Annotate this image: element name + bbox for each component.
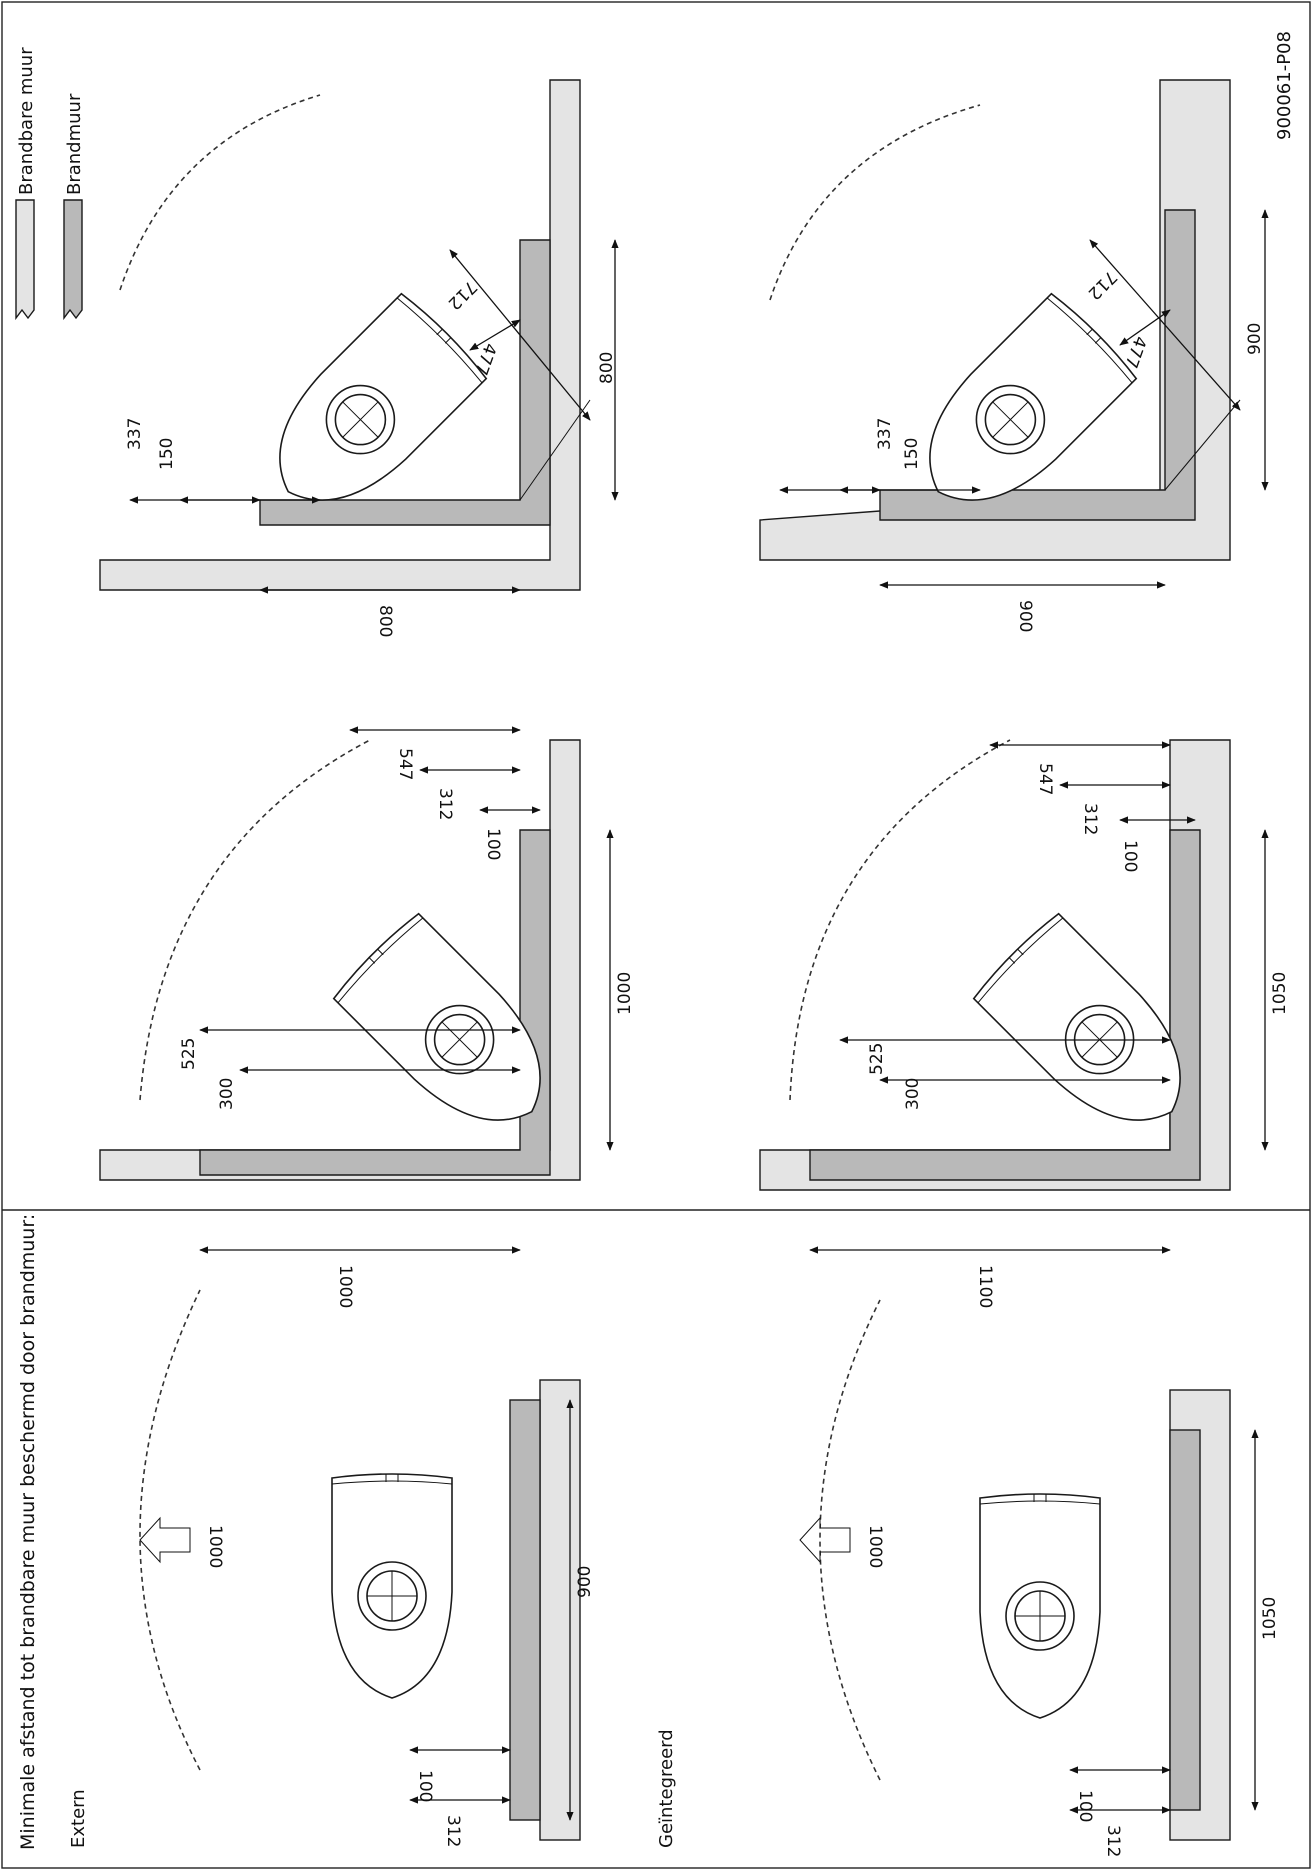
- brandmuur: [809, 829, 1201, 1181]
- dim-label: 477: [470, 340, 500, 377]
- brandbare-muur: [539, 1379, 581, 1841]
- legend-label-brandmuur: Brandmuur: [64, 93, 85, 195]
- clearance-arc: [769, 104, 981, 301]
- dim-label: 150: [157, 438, 177, 470]
- dim-label: 800: [597, 352, 617, 384]
- clearance-arc: [139, 739, 371, 1101]
- extern-corner45-diagram: 337 150 800 800 712 477: [99, 79, 619, 637]
- dim-label: 337: [125, 418, 145, 450]
- dim-label: 900: [1015, 600, 1035, 632]
- stove: [979, 1493, 1101, 1719]
- brandbare-muur: [99, 79, 581, 591]
- stove: [331, 1473, 453, 1699]
- dim-label: 312: [1080, 803, 1100, 835]
- page-title: Minimale afstand tot brandbare muur besc…: [17, 1214, 39, 1850]
- drawing-code: 900061-P08: [1274, 31, 1295, 140]
- dim-label: 300: [903, 1078, 923, 1110]
- dim-label: 100: [1075, 1790, 1095, 1822]
- dim-label: 800: [375, 605, 395, 637]
- dim-label: 547: [395, 748, 415, 780]
- dim-label: 525: [867, 1043, 887, 1075]
- dim-label: 1000: [205, 1525, 225, 1568]
- dim-label: 312: [443, 1815, 463, 1847]
- stove: [245, 290, 490, 535]
- dim-label: 312: [1103, 1825, 1123, 1857]
- dim-label: 150: [902, 438, 922, 470]
- extern-straight-diagram: 1000 900 100 312: [139, 1289, 595, 1847]
- dim-label: 477: [1120, 333, 1150, 370]
- dim-label: 1050: [1260, 1597, 1280, 1640]
- dim-label: 1050: [1270, 972, 1290, 1015]
- brandbare-muur: [759, 739, 1231, 1191]
- integ-corner45-diagram: 337 150 900 900 712 477: [759, 79, 1269, 632]
- dim-label: 900: [575, 1566, 595, 1598]
- clearance-arc: [139, 1289, 201, 1771]
- arrow-1000: [139, 1516, 191, 1564]
- dim-label: 900: [1245, 323, 1265, 355]
- dim-label: 100: [415, 1770, 435, 1802]
- dim-line: [1119, 309, 1171, 346]
- integ-corner90-diagram: 525 300 1100 1050 547 312 100: [759, 739, 1290, 1308]
- clearance-arc: [119, 94, 321, 291]
- dim-label: 312: [435, 788, 455, 820]
- dim-label: 300: [217, 1078, 237, 1110]
- brandmuur: [509, 1399, 541, 1821]
- dim-label: 100: [483, 828, 503, 860]
- extern-corner90-diagram: 525 300 1000 1000 547 312 100: [99, 726, 635, 1308]
- legend-label-brandbare: Brandbare muur: [16, 47, 37, 195]
- section-label-extern: Extern: [68, 1789, 89, 1848]
- legend: Brandbare muur Brandmuur: [15, 47, 85, 321]
- dim-line: [469, 319, 521, 351]
- dim-label: 712: [444, 276, 481, 313]
- corner-miter: [1164, 399, 1241, 491]
- dim-label: 1000: [615, 972, 635, 1015]
- legend-swatch-brandmuur: [63, 199, 83, 321]
- legend-swatch-brandbare: [15, 199, 35, 321]
- brandmuur: [199, 829, 551, 1176]
- dim-label: 712: [1084, 266, 1121, 303]
- dim-label: 1100: [975, 1265, 995, 1308]
- dim-label: 1000: [865, 1525, 885, 1568]
- brandmuur: [1169, 1429, 1201, 1811]
- clearance-arc: [789, 739, 1011, 1101]
- dim-label: 337: [875, 418, 895, 450]
- integ-straight-diagram: 1000 1050 100 312: [799, 1299, 1280, 1857]
- section-label-integrated: Geïntegreerd: [656, 1729, 677, 1848]
- dim-label: 1000: [335, 1265, 355, 1308]
- arrow-1000: [799, 1516, 851, 1564]
- dim-label: 100: [1120, 840, 1140, 872]
- dim-label: 547: [1035, 763, 1055, 795]
- dim-label: 525: [179, 1038, 199, 1070]
- clearance-arc: [819, 1299, 881, 1781]
